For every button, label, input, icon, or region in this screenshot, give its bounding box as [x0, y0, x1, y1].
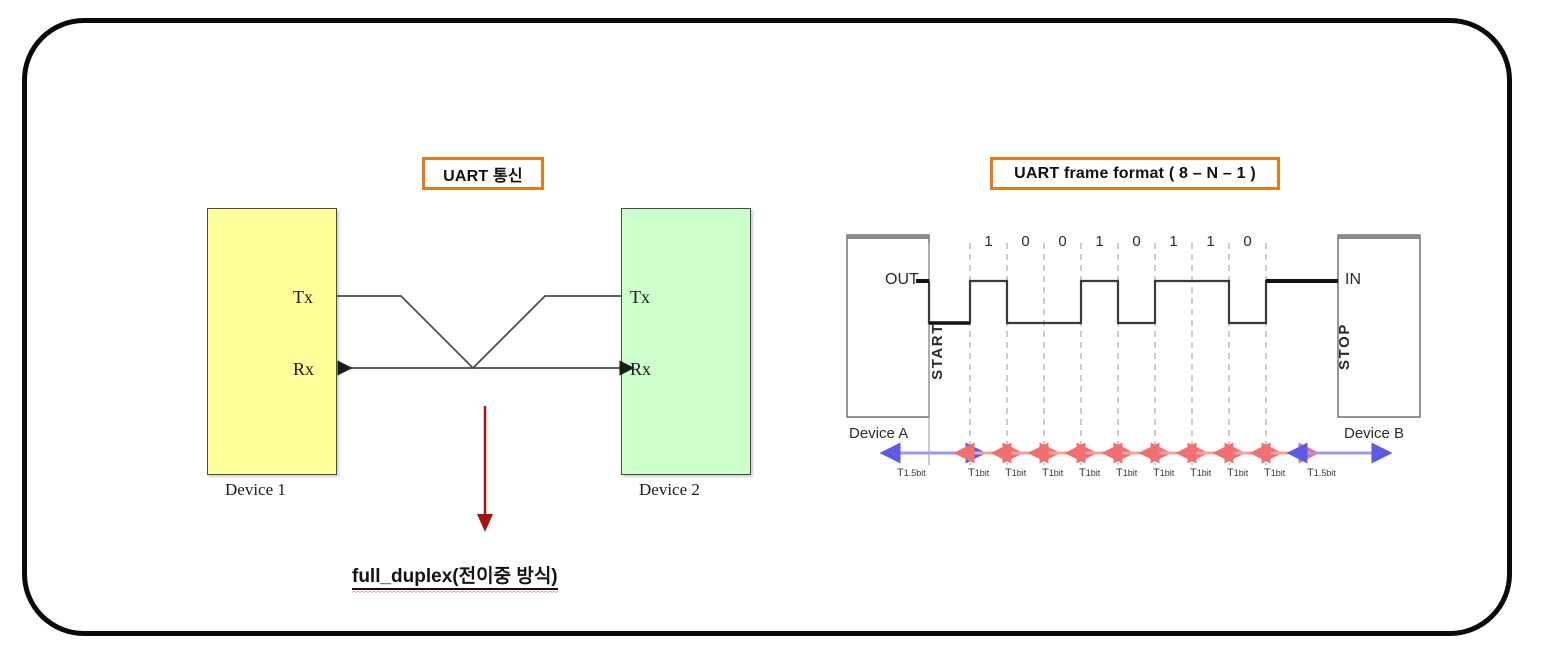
- device-a-caption: Device A: [849, 425, 909, 442]
- title-chip-uart-frame-format: UART frame format ( 8 – N – 1 ): [990, 157, 1280, 190]
- bit-value: 1: [1206, 233, 1215, 250]
- timing-label: T1.5bit: [897, 467, 926, 479]
- bit-value: 0: [1132, 233, 1141, 250]
- uart-frame-panel: OUT IN START STOP Device A Device B 1 0 0 1…: [833, 195, 1451, 520]
- device2-rx-label: Rx: [630, 359, 652, 379]
- down-arrow-icon: [477, 406, 493, 532]
- uart-waveform: [846, 234, 1421, 465]
- device2-tx-label: Tx: [630, 287, 650, 307]
- bit-value: 1: [984, 233, 993, 250]
- device1-box: [207, 208, 337, 475]
- uart-wiring-panel: Tx Rx Tx Rx Device 1 Device 2: [163, 195, 781, 520]
- bit-value: 1: [1169, 233, 1178, 250]
- timing-label: T1bit: [1264, 467, 1286, 479]
- device2-box: [621, 208, 751, 475]
- bit-value: 0: [1058, 233, 1067, 250]
- timing-label: T1bit: [968, 467, 990, 479]
- full-duplex-caption: full_duplex(전이중 방식): [352, 561, 558, 590]
- slide-frame: UART 통신 UART frame format ( 8 – N – 1 ) …: [22, 18, 1512, 636]
- bit-value: 0: [1021, 233, 1030, 250]
- timing-label: T1bit: [1153, 467, 1175, 479]
- stop-bit-label: STOP: [1336, 323, 1353, 370]
- timing-label: T1bit: [1005, 467, 1027, 479]
- timing-label: T1bit: [1190, 467, 1212, 479]
- timing-label: T1bit: [1227, 467, 1249, 479]
- device-b-caption: Device B: [1344, 425, 1405, 442]
- device1-caption: Device 1: [225, 480, 286, 499]
- start-bit-label: START: [929, 323, 946, 380]
- timing-label: T1bit: [1116, 467, 1138, 479]
- in-port-label: IN: [1345, 271, 1361, 288]
- timing-label: T1.5bit: [1307, 467, 1336, 479]
- bit-value: 1: [1095, 233, 1104, 250]
- title-chip-uart-communication: UART 통신: [422, 157, 544, 190]
- full-duplex-caption-text: full_duplex(전이중 방식): [352, 566, 558, 590]
- device1-rx-label: Rx: [293, 359, 315, 379]
- out-port-label: OUT: [885, 271, 919, 288]
- bit-value: 0: [1243, 233, 1252, 250]
- device2-caption: Device 2: [639, 480, 700, 499]
- device1-tx-label: Tx: [293, 287, 313, 307]
- timing-label: T1bit: [1079, 467, 1101, 479]
- timing-label: T1bit: [1042, 467, 1064, 479]
